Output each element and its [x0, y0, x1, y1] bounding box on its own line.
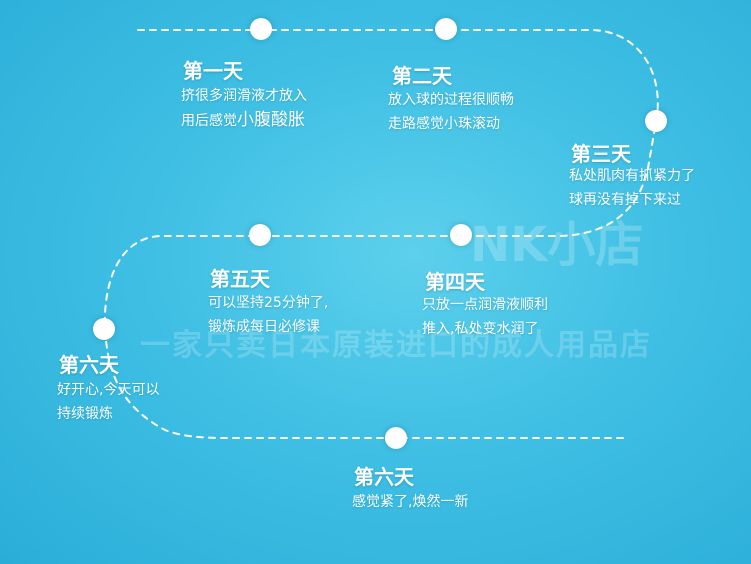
stage-title-day2: 第二天	[392, 64, 452, 88]
stage-title-day3: 第三天	[571, 142, 631, 166]
stage-desc-day3-line1: 私处肌肉有抓紧力了	[569, 168, 695, 184]
watermark-logo: NK小店	[470, 217, 644, 273]
timeline-dot-day4	[450, 224, 472, 246]
timeline-dashed-line	[103, 29, 659, 439]
stage-desc-day1: 挤很多润滑液才放入 用后感觉小腹酸胀	[181, 84, 307, 133]
stage-desc-day1-line2-prefix: 用后感觉	[181, 113, 237, 129]
timeline-dot-day2	[435, 18, 457, 40]
stage-desc-day1-line1: 挤很多润滑液才放入	[181, 88, 307, 104]
stage-desc-day3: 私处肌肉有抓紧力了 球再没有掉下来过	[569, 164, 695, 212]
stage-desc-day4: 只放一点润滑液顺利 推入,私处变水润了	[422, 293, 548, 341]
timeline-dot-day3	[645, 110, 667, 132]
stage-desc-day2: 放入球的过程很顺畅 走路感觉小珠滚动	[388, 88, 514, 136]
stage-desc-day4-line1: 只放一点润滑液顺利	[422, 297, 548, 313]
stage-desc-day5-line2: 锻炼成每日必修课	[208, 319, 320, 335]
stage-title-day4: 第四天	[425, 270, 485, 294]
stage-desc-day1-line2: 用后感觉小腹酸胀	[181, 108, 307, 133]
stage-desc-day6: 好开心,今天可以 持续锻炼	[57, 378, 159, 426]
timeline-dot-day6	[93, 318, 115, 340]
stage-desc-day6-line1: 好开心,今天可以	[57, 382, 160, 398]
stage-desc-day6-line2: 持续锻炼	[57, 406, 113, 422]
stage-desc-day1-line2-emph: 小腹酸胀	[237, 110, 305, 130]
watermark-slogan: 一家只卖日本原装进口的成人用品店	[140, 328, 652, 363]
stage-desc-day7-line1: 感觉紧了,焕然一新	[352, 494, 469, 510]
stage-desc-day2-line1: 放入球的过程很顺畅	[388, 92, 514, 108]
stage-desc-day4-line2: 推入,私处变水润了	[422, 321, 539, 337]
stage-title-day6: 第六天	[59, 353, 119, 377]
timeline-dot-day1	[250, 18, 272, 40]
stage-title-day7: 第六天	[354, 465, 414, 489]
stage-title-day5: 第五天	[210, 267, 270, 291]
stage-desc-day5-line1: 可以坚持25分钟了,	[208, 295, 329, 311]
stage-desc-day7: 感觉紧了,焕然一新	[352, 490, 468, 514]
stage-desc-day2-line2: 走路感觉小珠滚动	[388, 116, 500, 132]
stage-desc-day3-line2: 球再没有掉下来过	[569, 192, 681, 208]
stage-title-day1: 第一天	[183, 59, 243, 83]
stage-desc-day5: 可以坚持25分钟了, 锻炼成每日必修课	[208, 291, 328, 339]
timeline-dot-day7	[385, 427, 407, 449]
timeline-dot-day5	[249, 224, 271, 246]
